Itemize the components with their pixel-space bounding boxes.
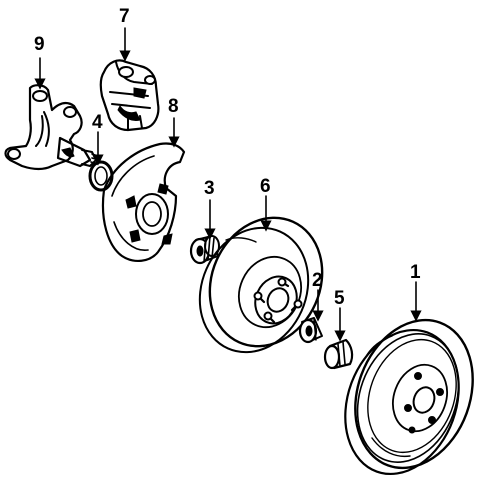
callout-1: 1	[410, 262, 421, 283]
callout-4: 4	[92, 112, 103, 133]
splash-shield-drawing	[101, 142, 186, 262]
callout-numbers: 9 7 8 4 3 6 2 5 1	[34, 6, 421, 309]
callout-7: 7	[119, 6, 130, 27]
leader-lines	[34, 27, 422, 342]
inner-bearing-drawing	[189, 235, 220, 265]
steering-knuckle-drawing	[4, 84, 100, 171]
callout-2: 2	[312, 270, 323, 291]
callout-3: 3	[204, 178, 215, 199]
outer-bearing-drawing	[298, 317, 323, 344]
seal-drawing	[88, 160, 114, 192]
rotor-studs	[253, 277, 303, 324]
callout-8: 8	[168, 96, 179, 117]
brake-caliper-drawing	[99, 59, 160, 132]
brake-rotor-drawing	[198, 216, 324, 354]
dust-cap-drawing	[323, 338, 354, 370]
callout-5: 5	[334, 288, 345, 309]
callout-6: 6	[260, 176, 271, 197]
wheel-drawing	[344, 318, 474, 476]
callout-9: 9	[34, 34, 45, 55]
